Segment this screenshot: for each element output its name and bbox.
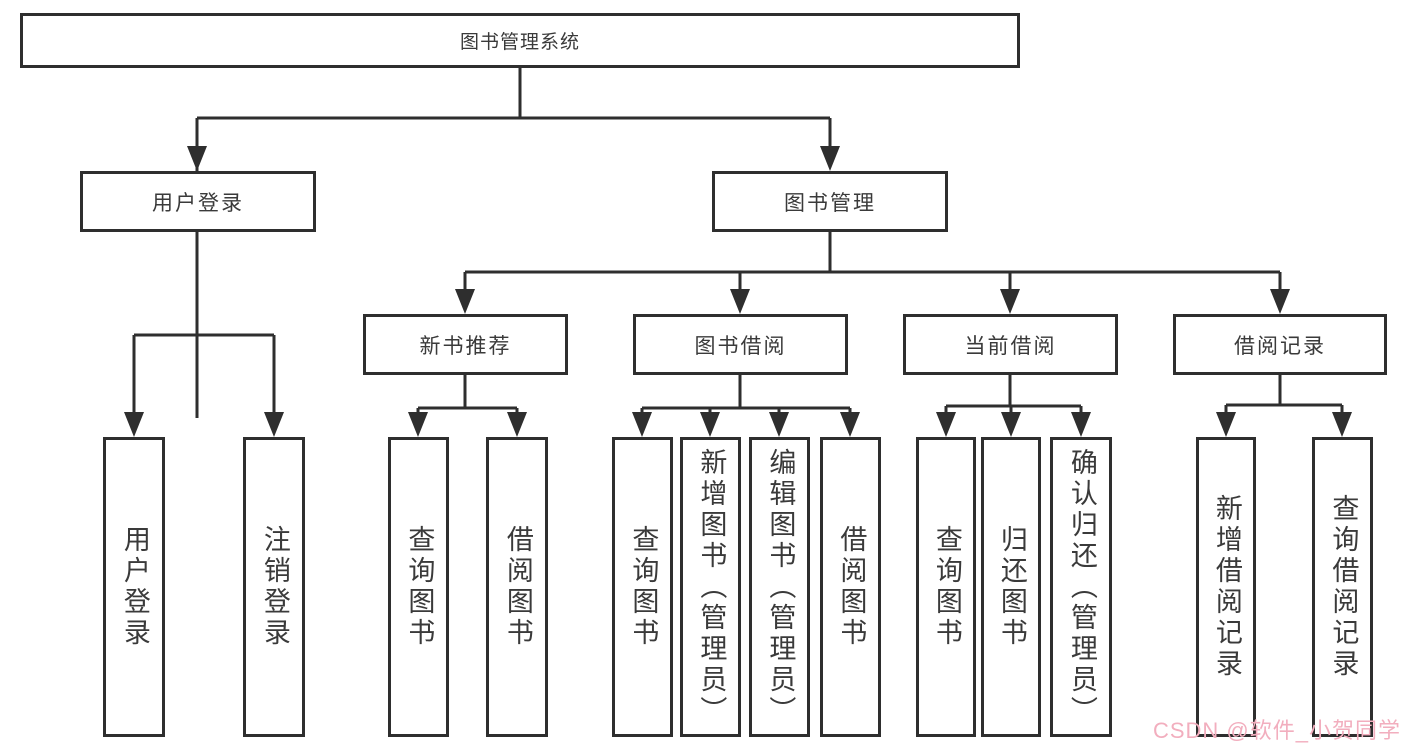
node-current-borrow-label: 当前借阅 [964, 334, 1057, 358]
leaf-return-book: 归还图书 [981, 437, 1041, 737]
csdn-watermark: CSDN @软件_小贺同学 [1152, 718, 1401, 743]
node-user-login-label: 用户登录 [152, 191, 244, 215]
node-book-management-label: 图书管理 [784, 191, 876, 215]
leaf-return-book-label: 归还图书 [996, 525, 1027, 649]
leaf-borrow-book: 借阅图书 [820, 437, 881, 737]
leaf-recommend-borrow-book: 借阅图书 [486, 437, 548, 737]
node-book-management: 图书管理 [712, 171, 948, 232]
node-borrow-records: 借阅记录 [1173, 314, 1387, 375]
leaf-add-borrow-record-label: 新增借阅记录 [1211, 494, 1242, 680]
node-book-borrow-label: 图书借阅 [694, 334, 787, 358]
leaf-query-borrow-record: 查询借阅记录 [1312, 437, 1373, 737]
leaf-add-borrow-record: 新增借阅记录 [1196, 437, 1256, 737]
node-borrow-records-label: 借阅记录 [1234, 334, 1326, 358]
node-new-book-recommend-label: 新书推荐 [419, 334, 512, 358]
leaf-current-query-book-label: 查询图书 [931, 525, 962, 649]
leaf-confirm-return-admin-label: 确认归还（管理员） [1066, 447, 1097, 727]
leaf-recommend-query-book-label: 查询图书 [404, 525, 435, 649]
leaf-edit-book-admin-label: 编辑图书（管理员） [765, 447, 796, 727]
leaf-current-query-book: 查询图书 [916, 437, 976, 737]
leaf-recommend-query-book: 查询图书 [388, 437, 449, 737]
leaf-query-borrow-record-label: 查询借阅记录 [1328, 494, 1359, 680]
leaf-user-login-label: 用户登录 [119, 525, 150, 649]
leaf-borrow-query-book-label: 查询图书 [628, 525, 659, 649]
leaf-borrow-book-label: 借阅图书 [836, 525, 867, 649]
leaf-borrow-query-book: 查询图书 [612, 437, 673, 737]
leaf-user-login: 用户登录 [103, 437, 165, 737]
node-book-borrow: 图书借阅 [633, 314, 848, 375]
node-root-label: 图书管理系统 [459, 32, 580, 53]
leaf-edit-book-admin: 编辑图书（管理员） [749, 437, 810, 737]
node-new-book-recommend: 新书推荐 [363, 314, 568, 375]
node-root: 图书管理系统 [20, 13, 1020, 68]
leaf-add-book-admin: 新增图书（管理员） [680, 437, 741, 737]
leaf-logout: 注销登录 [243, 437, 305, 737]
node-current-borrow: 当前借阅 [903, 314, 1118, 375]
node-user-login: 用户登录 [80, 171, 316, 232]
leaf-logout-label: 注销登录 [259, 525, 290, 649]
leaf-confirm-return-admin: 确认归还（管理员） [1050, 437, 1112, 737]
leaf-recommend-borrow-book-label: 借阅图书 [502, 525, 533, 649]
leaf-add-book-admin-label: 新增图书（管理员） [696, 447, 727, 727]
